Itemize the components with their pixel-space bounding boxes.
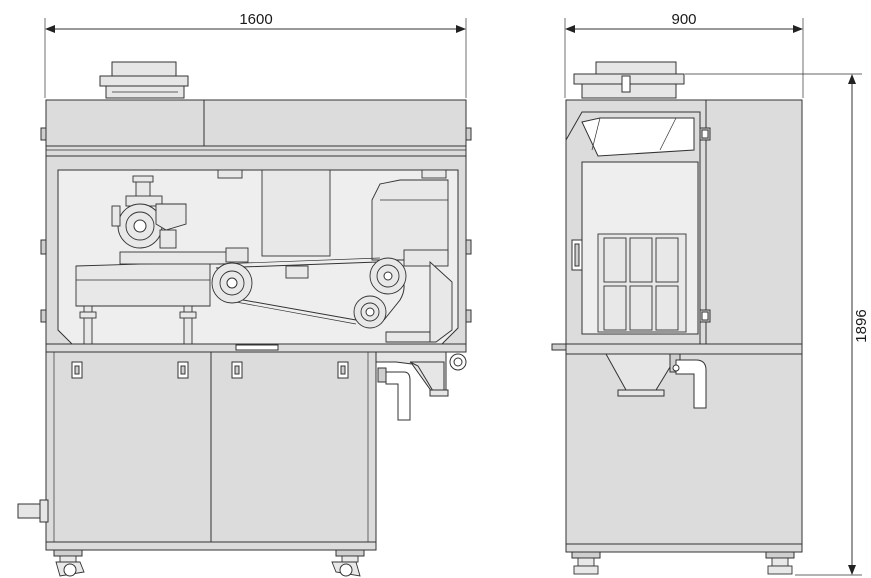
- front-view: [17, 61, 472, 577]
- dimension-label-1600: 1600: [239, 11, 272, 28]
- dimension-front-width: 1600: [44, 11, 467, 98]
- side-casters: [571, 551, 795, 575]
- mill-assembly: [75, 169, 453, 345]
- front-casters: [53, 549, 365, 577]
- dimension-height: 1896: [685, 73, 870, 576]
- front-outlet-chute: [375, 351, 467, 421]
- side-lower-cabinet: [565, 353, 803, 545]
- side-pipe: [17, 503, 43, 519]
- side-outlet-hopper: [605, 353, 707, 409]
- dimension-label-1896: 1896: [853, 309, 870, 342]
- side-inlet-flange: [573, 61, 685, 99]
- dimension-label-900: 900: [671, 11, 696, 28]
- dimension-side-width: 900: [564, 11, 804, 98]
- side-view: [551, 61, 803, 575]
- inspection-window: [597, 233, 687, 333]
- front-inlet-flange: [99, 61, 189, 99]
- front-top-panel: [45, 99, 467, 147]
